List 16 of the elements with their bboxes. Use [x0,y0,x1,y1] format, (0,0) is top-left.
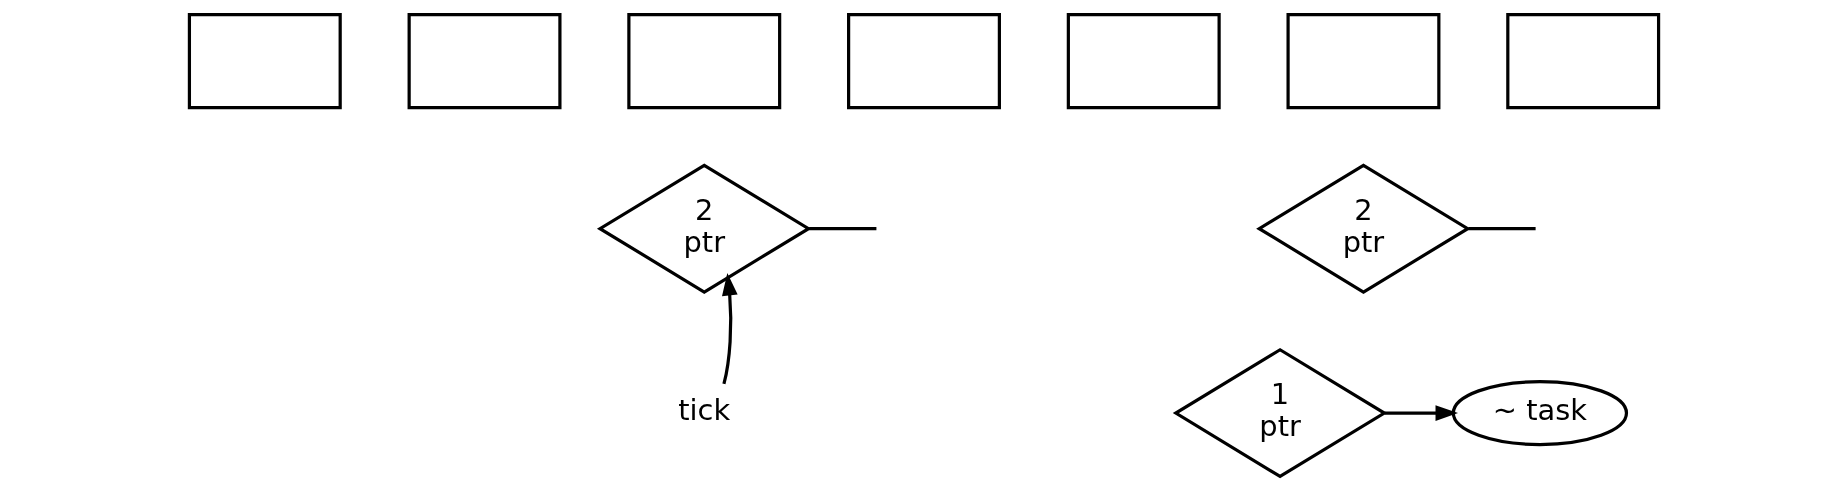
connector [1467,227,1536,231]
node-diamond: 2 ptr [596,163,812,294]
arrow [721,273,738,385]
node-box [407,12,562,110]
connector [808,227,876,231]
node-diamond: 1 ptr [1172,347,1387,479]
node-ellipse: ~ task [1451,380,1628,447]
node-box [1285,12,1440,110]
node-box [187,12,342,110]
node-box [626,12,781,110]
node-diamond: 2 ptr [1255,163,1471,294]
node-box [1505,12,1660,110]
arrow [1384,405,1458,421]
node-box [846,12,1001,110]
node-text: tick [677,393,730,428]
node-box [1066,12,1221,110]
